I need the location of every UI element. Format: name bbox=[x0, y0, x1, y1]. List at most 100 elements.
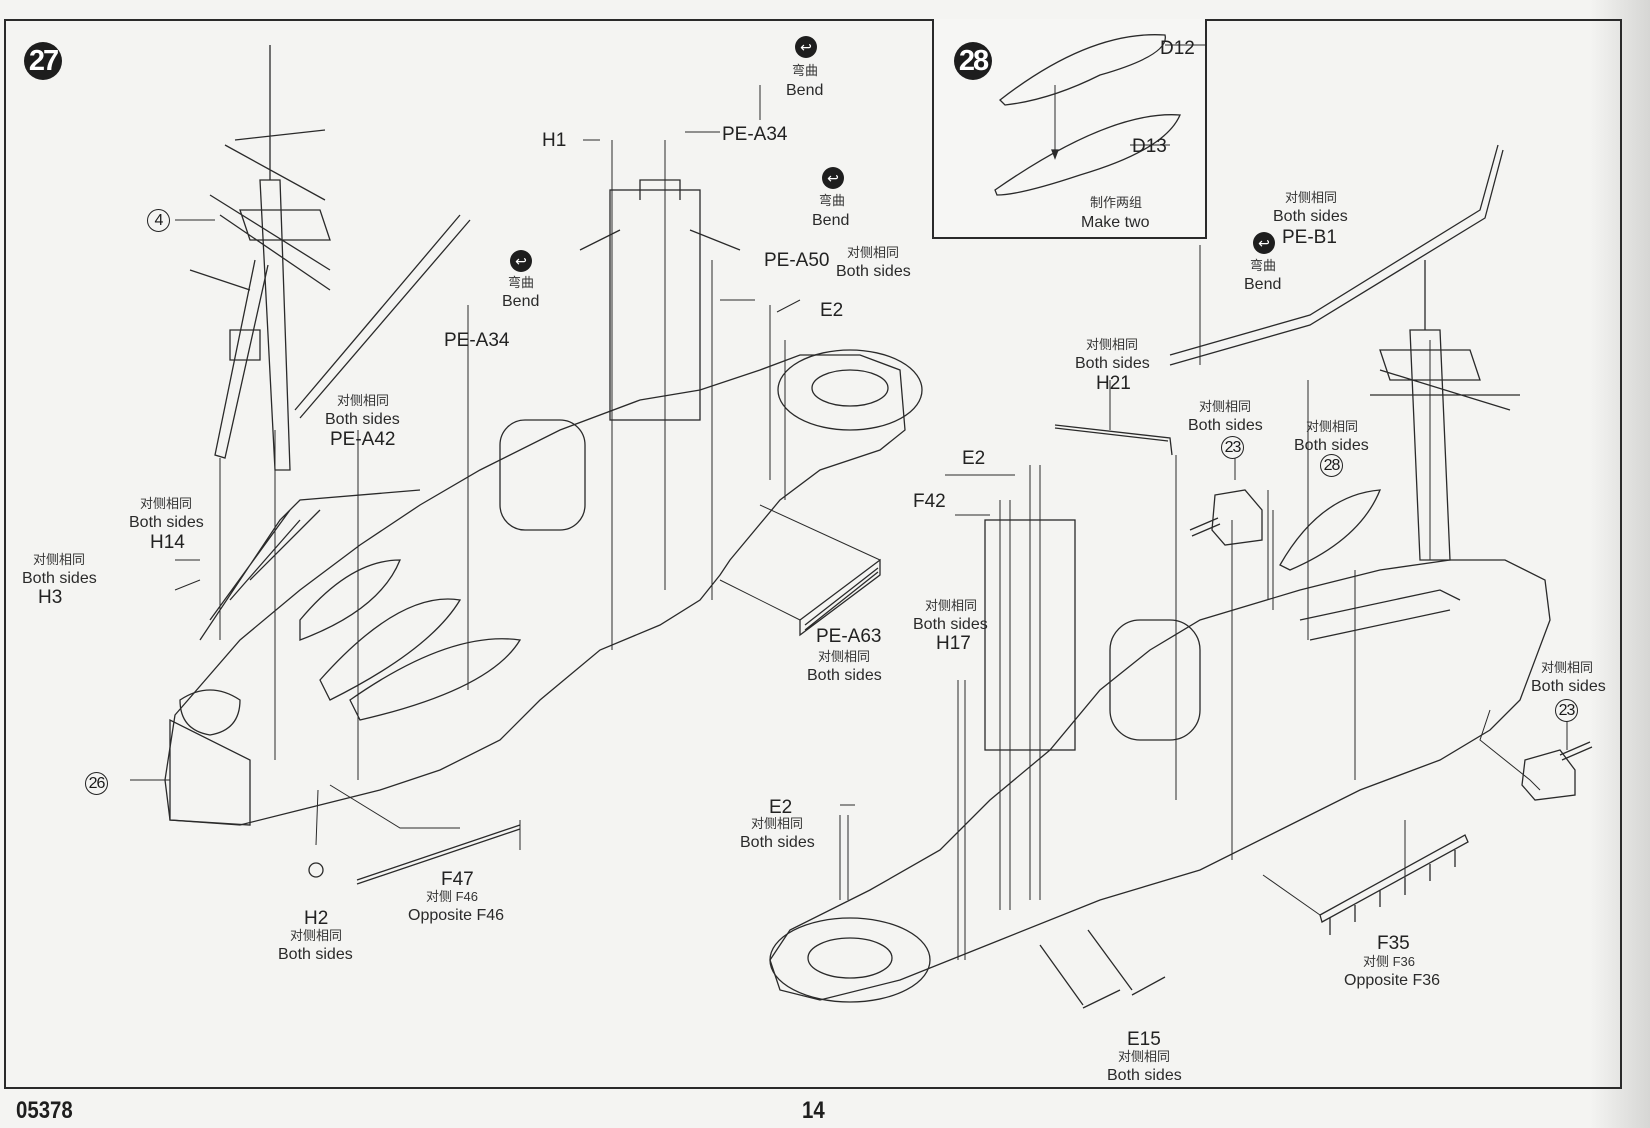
both-sides-cn: 对侧相同 bbox=[33, 552, 86, 567]
part-label-pe-a34-top: PE-A34 bbox=[722, 124, 788, 145]
both-sides-en: Both sides bbox=[325, 411, 400, 428]
both-sides-cn: 对侧相同 bbox=[925, 598, 978, 613]
part-label-h2: H2 bbox=[304, 908, 329, 929]
ref-subassembly-26: 26 bbox=[85, 772, 108, 795]
bend-icon: ↩ bbox=[1253, 232, 1275, 254]
part-label-h14: H14 bbox=[150, 532, 185, 553]
bend-label-cn: 弯曲 bbox=[819, 193, 846, 208]
left-ship-hull bbox=[164, 354, 906, 826]
part-label-e15: E15 bbox=[1127, 1029, 1161, 1050]
bend-label-en: Bend bbox=[786, 82, 824, 99]
right-funnel bbox=[1109, 619, 1201, 741]
both-sides-cn: 对侧相同 bbox=[818, 649, 871, 664]
left-boat-1 bbox=[299, 559, 401, 641]
f47-opposite-en: Opposite F46 bbox=[408, 907, 505, 924]
bend-label-cn: 弯曲 bbox=[508, 275, 535, 290]
both-sides-en: Both sides bbox=[807, 667, 882, 684]
boat-d13 bbox=[994, 114, 1181, 196]
both-sides-en: Both sides bbox=[1531, 678, 1606, 695]
f47-rod bbox=[356, 824, 521, 885]
both-sides-en: Both sides bbox=[1075, 355, 1150, 372]
bend-label-cn: 弯曲 bbox=[1250, 258, 1277, 273]
both-sides-cn: 对侧相同 bbox=[1199, 399, 1252, 414]
f35-rail bbox=[1319, 834, 1469, 935]
left-aft-turret bbox=[777, 349, 923, 431]
left-funnel bbox=[499, 419, 586, 531]
part-label-d13: D13 bbox=[1132, 136, 1167, 157]
part-label-h3: H3 bbox=[38, 587, 63, 608]
ref-subassembly-23-right: 23 bbox=[1555, 699, 1578, 722]
h21-rod bbox=[1054, 424, 1173, 456]
right-crane bbox=[1299, 589, 1461, 641]
both-sides-cn: 对侧相同 bbox=[751, 816, 804, 831]
part-label-f47: F47 bbox=[441, 869, 474, 890]
left-bridge-tower bbox=[609, 189, 701, 421]
step-28-badge: 28 bbox=[954, 42, 992, 80]
both-sides-cn: 对侧相同 bbox=[1086, 337, 1139, 352]
part-label-pe-b1: PE-B1 bbox=[1282, 227, 1337, 248]
left-crane bbox=[199, 489, 421, 641]
boat-28-right bbox=[1279, 489, 1381, 571]
left-boat-2 bbox=[319, 598, 462, 701]
bend-icon: ↩ bbox=[510, 250, 532, 272]
part-label-h17: H17 bbox=[936, 633, 971, 654]
both-sides-cn: 对侧相同 bbox=[847, 245, 900, 260]
right-ship-hull bbox=[769, 559, 1551, 1001]
f47-opposite-cn: 对侧 F46 bbox=[426, 889, 479, 904]
turret-23-middle bbox=[1189, 489, 1263, 546]
part-label-f35: F35 bbox=[1377, 933, 1410, 954]
part-label-e2-low: E2 bbox=[769, 797, 793, 818]
both-sides-en: Both sides bbox=[740, 834, 815, 851]
part-label-e2-top: E2 bbox=[820, 300, 844, 321]
both-sides-en: Both sides bbox=[278, 946, 353, 963]
both-sides-cn: 对侧相同 bbox=[140, 496, 193, 511]
ref-subassembly-28: 28 bbox=[1320, 454, 1343, 477]
both-sides-en: Both sides bbox=[913, 616, 988, 633]
both-sides-en: Both sides bbox=[1107, 1067, 1182, 1084]
e15-parts bbox=[1039, 929, 1166, 1009]
make-two-cn: 制作两组 bbox=[1090, 195, 1143, 210]
right-main-mast bbox=[1370, 260, 1520, 561]
ref-subassembly-23-middle: 23 bbox=[1221, 436, 1244, 459]
left-boom bbox=[294, 214, 471, 419]
both-sides-cn: 对侧相同 bbox=[1541, 660, 1594, 675]
page-number: 14 bbox=[802, 1097, 825, 1124]
bend-label-en: Bend bbox=[1244, 276, 1282, 293]
left-boat-3 bbox=[349, 638, 522, 721]
both-sides-en: Both sides bbox=[22, 570, 97, 587]
both-sides-cn: 对侧相同 bbox=[1118, 1049, 1171, 1064]
part-label-f42: F42 bbox=[913, 491, 946, 512]
boat-d12 bbox=[999, 34, 1166, 106]
part-label-pe-a34-left: PE-A34 bbox=[444, 330, 510, 351]
left-mast bbox=[189, 45, 331, 471]
bend-label-en: Bend bbox=[812, 212, 850, 229]
pe-b1-rail bbox=[1169, 144, 1504, 366]
f35-opposite-cn: 对侧 F36 bbox=[1363, 954, 1416, 969]
both-sides-cn: 对侧相同 bbox=[1306, 419, 1359, 434]
f35-opposite-en: Opposite F36 bbox=[1344, 972, 1441, 989]
part-label-pe-a42: PE-A42 bbox=[330, 429, 396, 450]
part-label-pe-a50: PE-A50 bbox=[764, 250, 830, 271]
both-sides-en: Both sides bbox=[836, 263, 911, 280]
turret-23-right bbox=[1521, 741, 1593, 801]
both-sides-en: Both sides bbox=[129, 514, 204, 531]
bend-label-cn: 弯曲 bbox=[792, 63, 819, 78]
both-sides-en: Both sides bbox=[1188, 417, 1263, 434]
part-label-h21: H21 bbox=[1096, 373, 1131, 394]
step-27-badge: 27 bbox=[24, 42, 62, 80]
right-fore-turret bbox=[769, 917, 931, 1003]
instruction-frame bbox=[4, 19, 1622, 1089]
both-sides-cn: 对侧相同 bbox=[1285, 190, 1338, 205]
ref-subassembly-4: 4 bbox=[147, 209, 170, 232]
both-sides-cn: 对侧相同 bbox=[290, 928, 343, 943]
bend-icon: ↩ bbox=[822, 167, 844, 189]
kit-number: 05378 bbox=[16, 1097, 73, 1124]
part-label-e2-mid: E2 bbox=[962, 448, 986, 469]
part-label-pe-a63: PE-A63 bbox=[816, 626, 882, 647]
bend-label-en: Bend bbox=[502, 293, 540, 310]
part-label-d12: D12 bbox=[1160, 38, 1195, 59]
both-sides-en: Both sides bbox=[1273, 208, 1348, 225]
part-label-h1: H1 bbox=[542, 130, 567, 151]
both-sides-en: Both sides bbox=[1294, 437, 1369, 454]
